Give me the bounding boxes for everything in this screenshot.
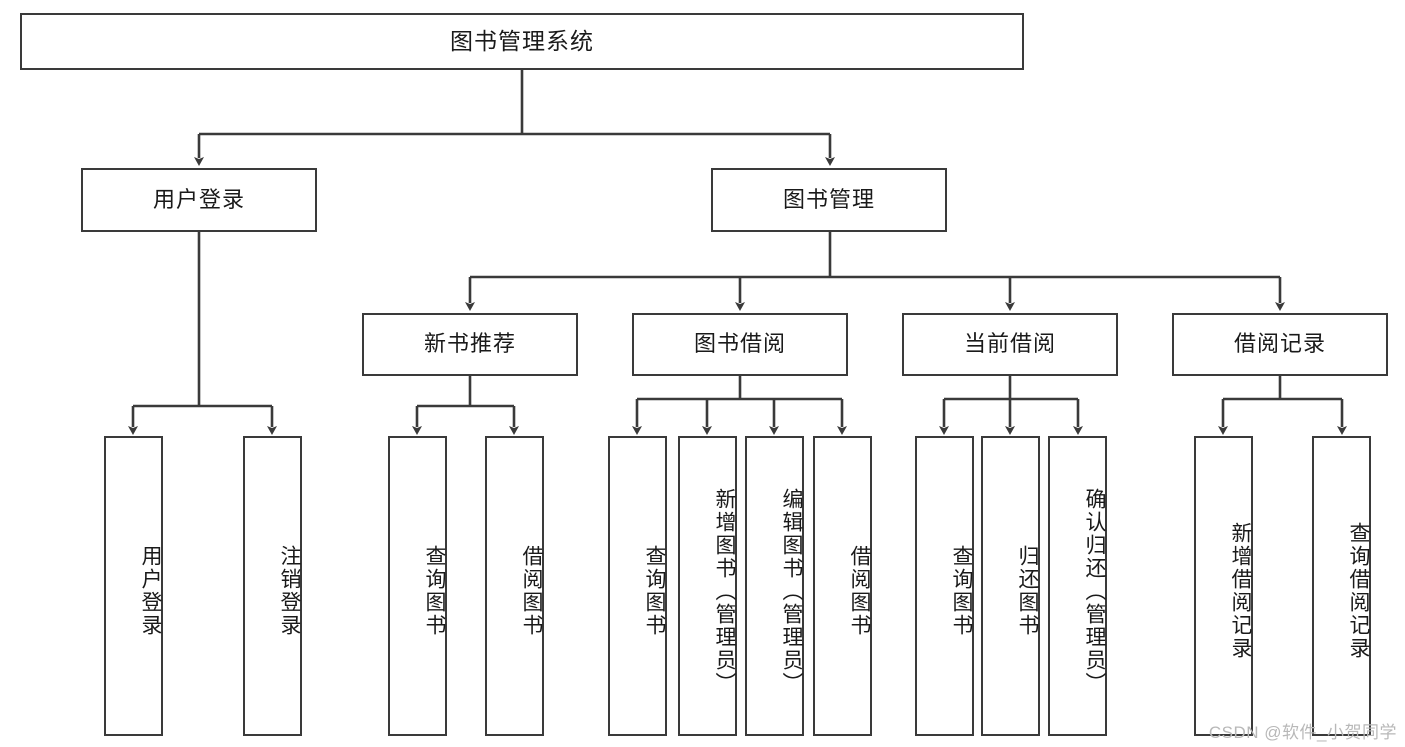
leaf-label: 借阅图书 [848,545,871,637]
watermark-text: CSDN @软件_小贺同学 [1208,723,1397,742]
leaf-label: 借阅图书 [520,545,543,637]
leaf-logout-login[interactable]: 注销登录 [243,436,302,736]
node-current-borrow[interactable]: 当前借阅 [902,313,1118,376]
leaf-query-book-new-recommend[interactable]: 查询图书 [388,436,447,736]
leaf-add-book[interactable]: 新增图书（管理员） [678,436,737,736]
leaf-label: 归还图书 [1016,545,1039,637]
leaf-label: 用户登录 [139,545,162,637]
leaf-label: 新增图书（管理员） [713,487,736,695]
leaf-label: 查询图书 [643,545,666,637]
node-book-management[interactable]: 图书管理 [711,168,947,232]
leaf-query-book-current[interactable]: 查询图书 [915,436,974,736]
node-new-book-recommend[interactable]: 新书推荐 [362,313,578,376]
leaf-confirm-return[interactable]: 确认归还（管理员） [1048,436,1107,736]
node-book-borrow[interactable]: 图书借阅 [632,313,848,376]
leaf-label: 查询图书 [950,545,973,637]
leaf-edit-book[interactable]: 编辑图书（管理员） [745,436,804,736]
leaf-add-borrow-record[interactable]: 新增借阅记录 [1194,436,1253,736]
leaf-label: 新增借阅记录 [1229,522,1252,660]
node-root-system[interactable]: 图书管理系统 [20,13,1024,70]
leaf-borrow-book-new-recommend[interactable]: 借阅图书 [485,436,544,736]
leaf-label: 确认归还（管理员） [1083,487,1106,695]
leaf-label: 查询借阅记录 [1347,522,1370,660]
leaf-query-borrow-record[interactable]: 查询借阅记录 [1312,436,1371,736]
leaf-label: 编辑图书（管理员） [780,487,803,695]
leaf-label: 查询图书 [423,545,446,637]
leaf-borrow-book[interactable]: 借阅图书 [813,436,872,736]
leaf-label: 注销登录 [278,545,301,637]
leaf-user-login[interactable]: 用户登录 [104,436,163,736]
node-borrow-record[interactable]: 借阅记录 [1172,313,1388,376]
leaf-return-book[interactable]: 归还图书 [981,436,1040,736]
node-user-login[interactable]: 用户登录 [81,168,317,232]
leaf-query-book-borrow[interactable]: 查询图书 [608,436,667,736]
